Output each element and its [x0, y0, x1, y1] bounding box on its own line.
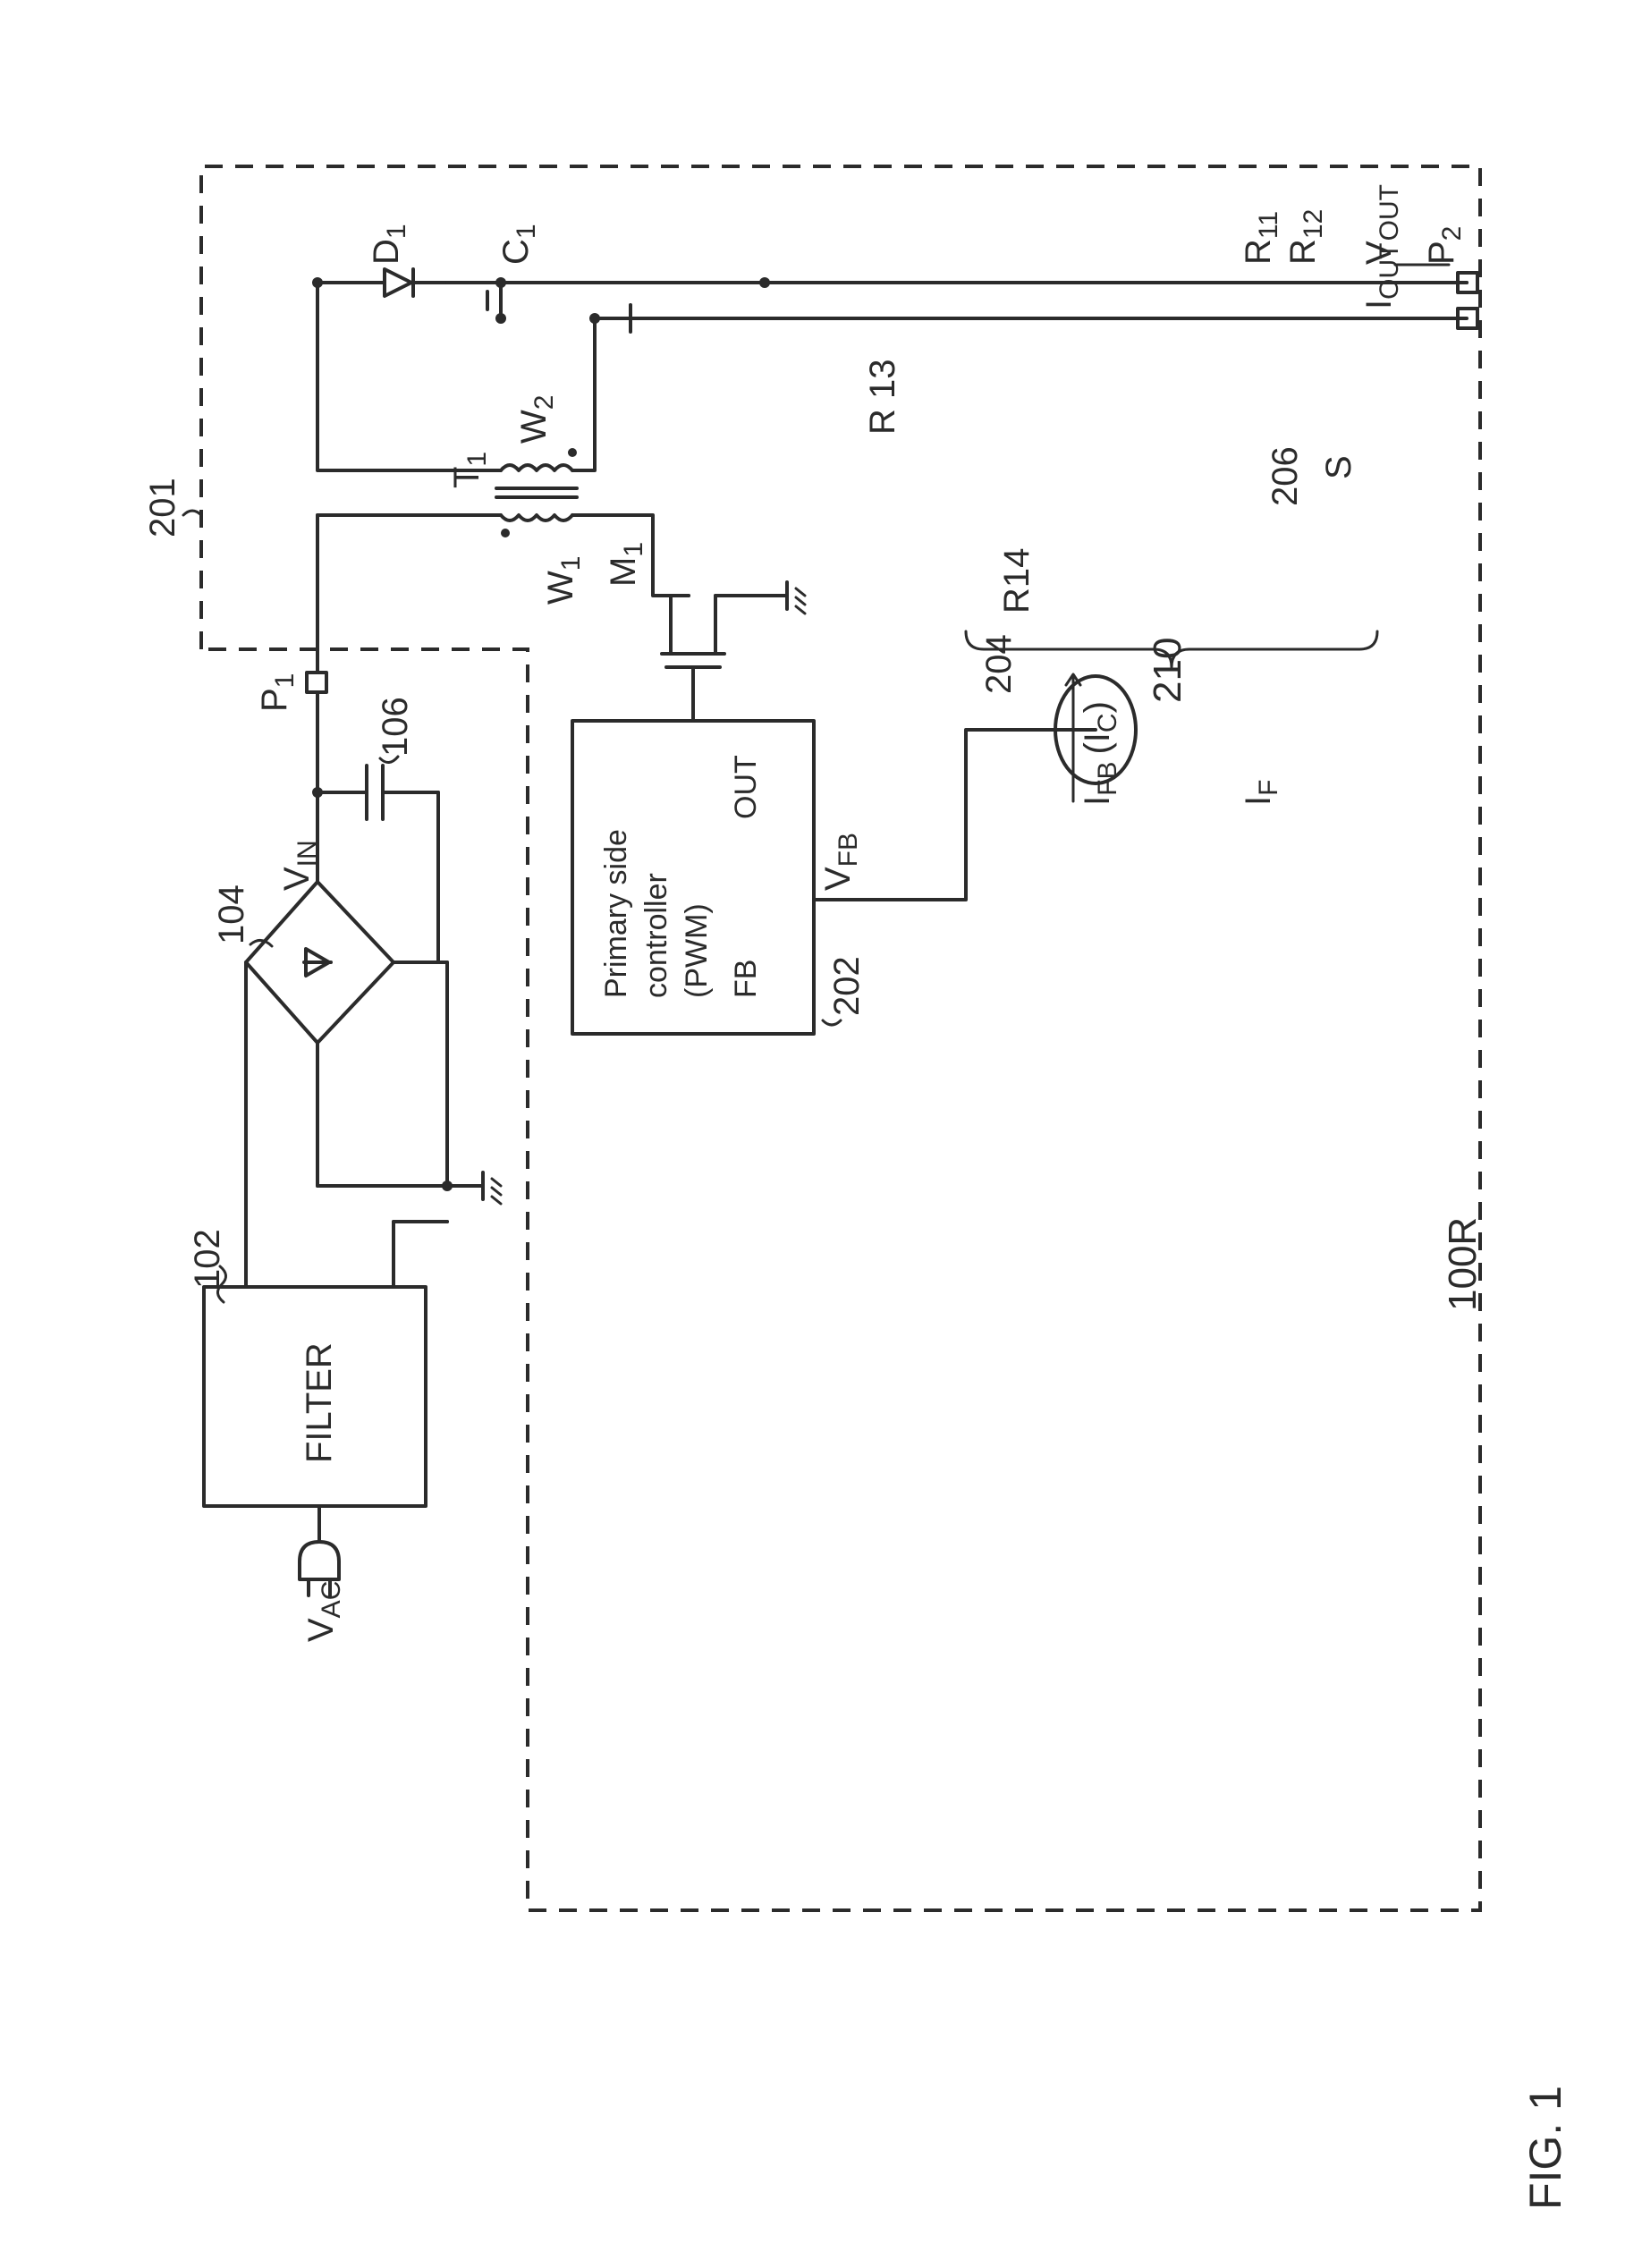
converter-leader	[183, 511, 201, 515]
r14-label: R14	[997, 548, 1037, 614]
converter-ref: 201	[143, 478, 182, 537]
input-capacitor	[312, 766, 438, 962]
block210-label: 210	[1146, 638, 1189, 703]
ifb-label: IFB(IC)	[1078, 701, 1122, 806]
shunt-ref: 206	[1265, 446, 1305, 506]
controller-ref: 202	[827, 956, 867, 1016]
m1-label: M1	[604, 542, 648, 587]
filter-label: FILTER	[300, 1342, 339, 1463]
w1-label: W1	[541, 556, 586, 605]
controller-leader	[823, 1020, 841, 1025]
r11-label: R11	[1239, 211, 1283, 265]
cap-leader	[380, 757, 398, 763]
diode-d1	[317, 269, 447, 296]
d1-label: D1	[367, 224, 411, 265]
figure-ref: 100R	[1441, 1217, 1485, 1311]
bridge-rectifier	[246, 882, 501, 1287]
controller-line1: Primary side	[599, 829, 633, 998]
opto-ref: 204	[979, 634, 1019, 694]
vin-label: VIN	[277, 840, 322, 891]
r13-label: R 13	[863, 360, 902, 436]
r12-label: R12	[1283, 209, 1328, 265]
figure-label: FIG. 1	[1520, 2086, 1570, 2210]
c1-label: C1	[496, 224, 541, 265]
secondary-gnd-wire	[572, 318, 595, 470]
vfb-label: VFB	[818, 833, 863, 891]
out-pin: OUT	[729, 755, 763, 819]
mosfet-m1	[662, 582, 805, 667]
secondary-top-wire	[317, 283, 501, 470]
controller-line3: (PWM)	[680, 903, 714, 998]
controller-line2: controller	[639, 873, 673, 998]
s-node-label: S	[1319, 455, 1358, 479]
w2-label: W2	[514, 395, 559, 444]
p1-label: P1	[255, 673, 300, 712]
bridge-ref: 104	[212, 884, 251, 944]
cap-ref: 106	[376, 697, 415, 757]
filter-ref: 102	[188, 1229, 227, 1289]
transformer-t1	[317, 448, 590, 537]
fb-pin: FB	[729, 960, 763, 998]
terminal-p1	[307, 673, 326, 692]
p2-label: P2	[1422, 226, 1467, 265]
converter-boundary	[201, 166, 1480, 1910]
r11-top-node	[759, 277, 770, 288]
if-label: IF	[1239, 780, 1283, 806]
